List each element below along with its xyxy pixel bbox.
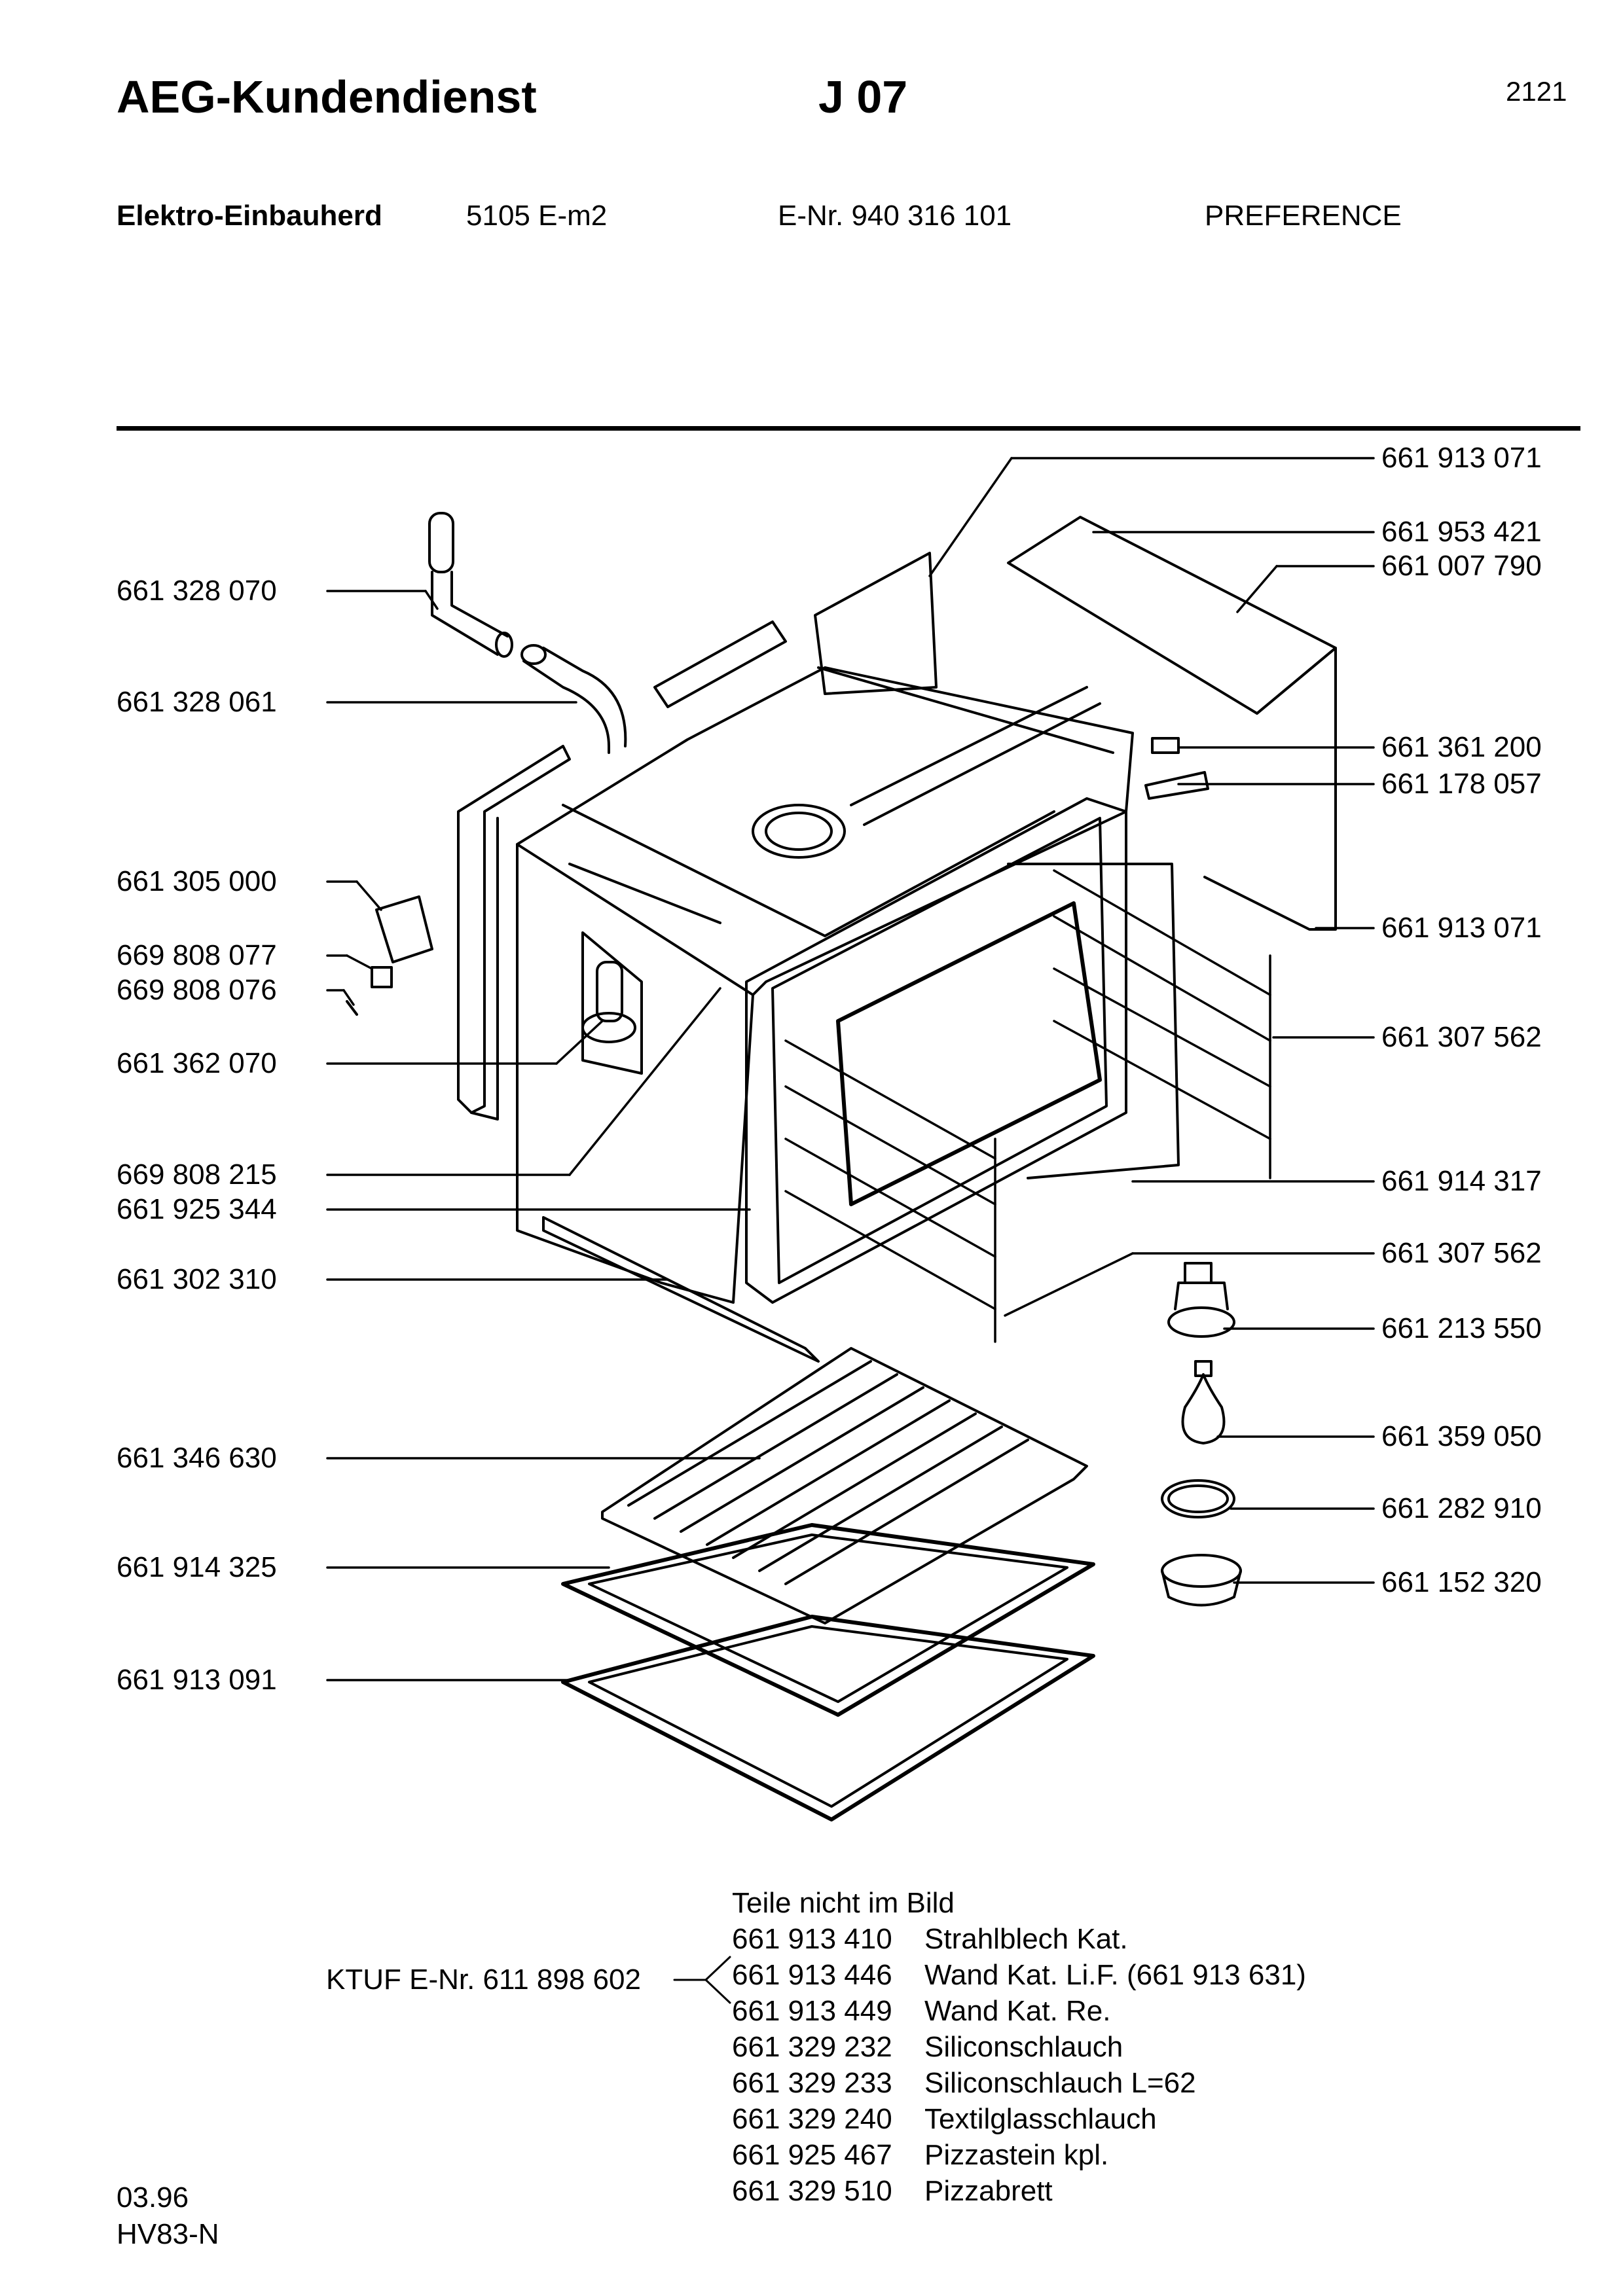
not-pictured-number: 661 329 233 xyxy=(732,2067,892,2099)
series-name: PREFERENCE xyxy=(1205,200,1402,232)
not-pictured-description: Siliconschlauch L=62 xyxy=(924,2067,1196,2099)
part-label: 669 808 077 xyxy=(117,939,277,971)
part-label: 661 213 550 xyxy=(1381,1312,1542,1344)
part-label: 661 914 325 xyxy=(117,1551,277,1583)
leader-lines-left xyxy=(326,590,761,1681)
bottom-rail xyxy=(542,1216,820,1363)
e-number: E-Nr. 940 316 101 xyxy=(778,200,1012,232)
model-number: 5105 E-m2 xyxy=(466,200,608,232)
not-pictured-description: Pizzastein kpl. xyxy=(924,2139,1109,2171)
part-label: 661 359 050 xyxy=(1381,1420,1542,1452)
part-label: 661 302 310 xyxy=(117,1263,277,1295)
not-pictured-number: 661 913 410 xyxy=(732,1923,892,1955)
not-pictured-description: Textilglasschlauch xyxy=(924,2103,1157,2135)
header-rule xyxy=(117,426,1580,431)
not-pictured-number: 661 329 510 xyxy=(732,2175,892,2207)
part-label: 669 808 215 xyxy=(117,1158,277,1191)
bottom-grid xyxy=(601,1347,1088,1624)
part-label: 661 925 344 xyxy=(117,1193,277,1225)
not-pictured-number: 661 329 232 xyxy=(732,2031,892,2063)
not-pictured-heading: Teile nicht im Bild xyxy=(732,1887,955,1919)
not-pictured-description: Pizzabrett xyxy=(924,2175,1053,2207)
not-pictured-number: 661 913 449 xyxy=(732,1995,892,2027)
not-pictured-number: 661 913 446 xyxy=(732,1959,892,1991)
footer-date: 03.96 xyxy=(117,2181,189,2214)
part-label: 661 007 790 xyxy=(1381,550,1542,582)
not-pictured-description: Siliconschlauch xyxy=(924,2031,1123,2063)
pipe-parts xyxy=(428,512,627,754)
part-label: 661 913 071 xyxy=(1381,442,1542,474)
not-pictured-number: 661 329 240 xyxy=(732,2103,892,2135)
small-brackets xyxy=(346,895,433,1016)
part-label: 661 913 091 xyxy=(117,1664,277,1696)
part-label: 661 361 200 xyxy=(1381,731,1542,763)
part-label: 669 808 076 xyxy=(117,974,277,1006)
brand-title: AEG-Kundendienst xyxy=(117,71,537,122)
footer-code: HV83-N xyxy=(117,2218,219,2250)
oven-body xyxy=(516,666,1134,1304)
part-label: 661 152 320 xyxy=(1381,1566,1542,1598)
part-label: 661 305 000 xyxy=(117,865,277,897)
kit-bracket xyxy=(673,1956,731,2004)
page-number: 2121 xyxy=(1506,76,1567,107)
leader-lines-right xyxy=(928,457,1375,1584)
side-rails xyxy=(784,869,1271,1343)
device-type: Elektro-Einbauherd xyxy=(117,200,382,232)
left-side-panel xyxy=(457,745,571,1121)
not-pictured-description: Strahlblech Kat. xyxy=(924,1923,1128,1955)
not-pictured-description: Wand Kat. Li.F. (661 913 631) xyxy=(924,1959,1306,1991)
part-label: 661 914 317 xyxy=(1381,1165,1542,1197)
front-frame xyxy=(745,797,1180,1304)
part-label: 661 328 070 xyxy=(117,575,277,607)
part-label: 661 328 061 xyxy=(117,686,277,718)
group-code: J 07 xyxy=(818,71,908,122)
not-pictured-number: 661 925 467 xyxy=(732,2139,892,2171)
baking-trays xyxy=(561,1523,1095,1821)
kit-label: KTUF E-Nr. 611 898 602 xyxy=(326,1964,641,1996)
part-label: 661 178 057 xyxy=(1381,768,1542,800)
not-pictured-description: Wand Kat. Re. xyxy=(924,1995,1111,2027)
top-parts xyxy=(653,516,1337,931)
part-label: 661 307 562 xyxy=(1381,1237,1542,1269)
part-label: 661 307 562 xyxy=(1381,1021,1542,1053)
part-label: 661 953 421 xyxy=(1381,516,1542,548)
part-label: 661 346 630 xyxy=(117,1442,277,1474)
part-label: 661 362 070 xyxy=(117,1047,277,1079)
lamp-parts xyxy=(1161,1262,1242,1607)
part-label: 661 282 910 xyxy=(1381,1492,1542,1524)
part-label: 661 913 071 xyxy=(1381,912,1542,944)
